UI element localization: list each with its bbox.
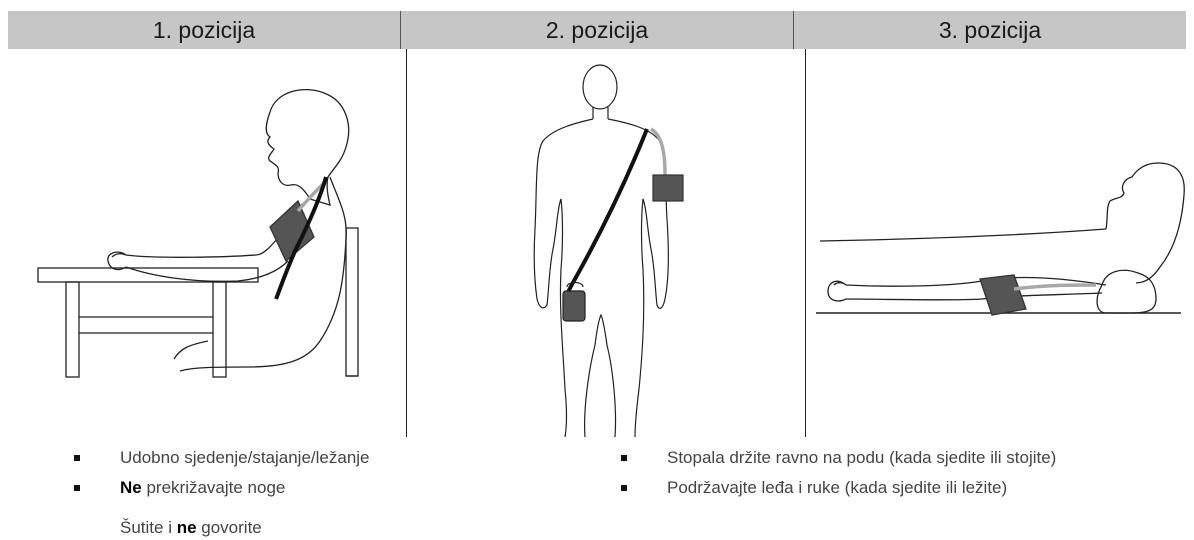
lying-position-illustration [805, 49, 1187, 437]
list-item: Podržavajte leđa i ruke (kada sjedite il… [621, 477, 1181, 507]
lying-cuff [979, 274, 1027, 316]
list-item: Ne prekrižavajte noge [74, 477, 554, 507]
pillow [1096, 269, 1157, 314]
left-instruction-list: Udobno sjedenje/stajanje/ležanje Ne prek… [74, 447, 554, 507]
header-position-2: 2. pozicija [400, 11, 793, 49]
header-position-3: 3. pozicija [793, 11, 1186, 49]
lying-hand [827, 280, 847, 302]
list-item: Stopala držite ravno na podu (kada sjedi… [621, 447, 1181, 477]
table-leg-left [65, 281, 80, 378]
bullet-square-icon [621, 455, 627, 461]
bullet-square-icon [621, 485, 627, 491]
standing-strap [563, 128, 649, 300]
position-header-row: 1. pozicija 2. pozicija 3. pozicija [8, 11, 1186, 49]
seated-hand [107, 251, 127, 271]
seated-head [265, 89, 350, 206]
bullet-square-icon [74, 455, 80, 461]
table-leg-right [212, 281, 227, 378]
monitor-device [562, 290, 586, 322]
lying-tube [1013, 283, 1097, 291]
standing-cuff [652, 174, 684, 202]
seated-cuff [269, 199, 315, 263]
quiet-instruction: Šutite i ne govorite [120, 518, 262, 537]
standing-head [582, 64, 618, 110]
lying-head [1105, 162, 1185, 284]
header-position-1: 1. pozicija [152, 16, 256, 43]
bullet-square-icon [74, 485, 80, 491]
standing-position-illustration [406, 49, 805, 437]
list-item: Udobno sjedenje/stajanje/ležanje [74, 447, 554, 477]
chair-back [345, 227, 359, 377]
table-top [37, 267, 259, 283]
standing-body [533, 118, 669, 437]
standing-tube [649, 127, 667, 176]
seated-position-illustration [8, 49, 406, 437]
right-instruction-list: Stopala držite ravno na podu (kada sjedi… [621, 447, 1181, 507]
seated-strap [274, 176, 328, 300]
